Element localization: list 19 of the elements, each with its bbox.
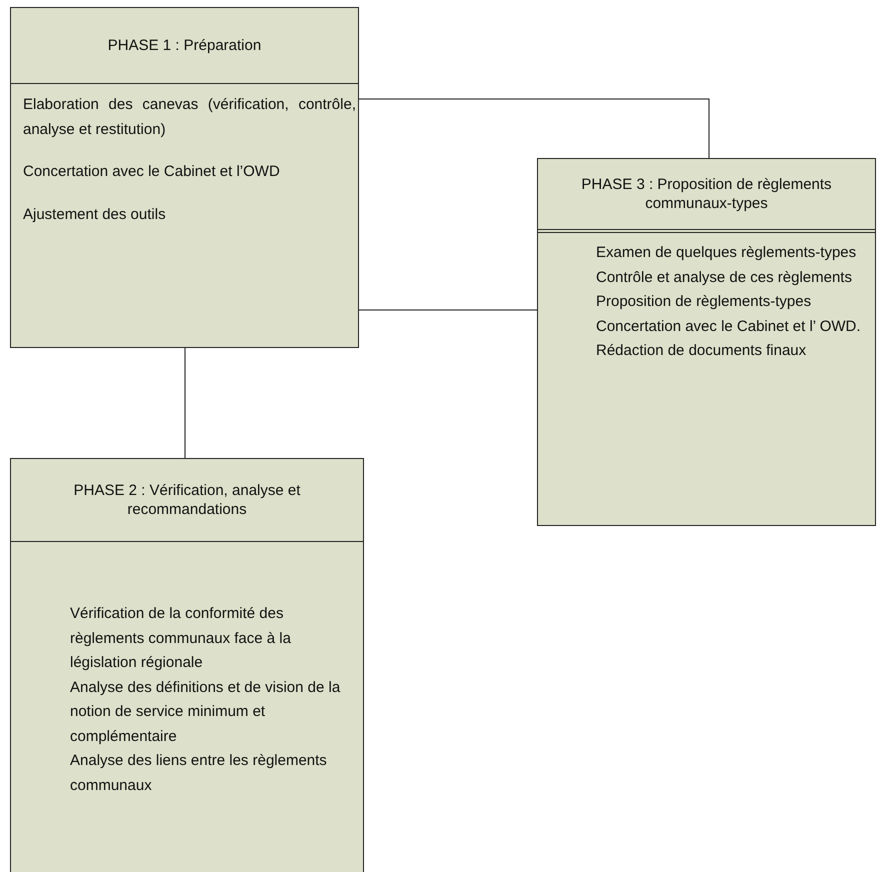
task-text: Ajustement des outils	[23, 204, 167, 224]
phase-box	[537, 158, 876, 526]
task-text: Vérification de la conformité des règlements communaux face à la législation régionale	[70, 604, 292, 673]
task-text: Concertation avec le Cabinet et l’ OWD.	[596, 316, 862, 336]
phase-box	[10, 458, 364, 872]
phase-title: PHASE 3 : Proposition de règlements communaux-types	[580, 175, 833, 213]
task-text: Analyse des liens entre les règlements communaux	[70, 751, 328, 796]
connector-line	[358, 98, 710, 158]
task-text: Analyse des définitions et de vision de la notion de service minimum et complémentaire	[70, 678, 342, 746]
task-text: Elaboration des canevas (vérification, contrôle, analyse et restitution)	[23, 95, 356, 140]
phase-title: PHASE 2 : Vérification, analyse et recommandations	[72, 481, 302, 519]
connector-line	[184, 348, 186, 458]
task-text: Concertation avec le Cabinet et l’OWD	[23, 162, 281, 182]
phase-title: PHASE 1 : Préparation	[106, 36, 262, 55]
task-text: Proposition de règlements-types	[596, 292, 812, 312]
task-text: Rédaction de documents finaux	[596, 341, 808, 361]
task-text: Examen de quelques règlements-types	[596, 243, 858, 263]
phase-box	[10, 7, 359, 348]
task-text: Contrôle et analyse de ces règlements	[596, 268, 853, 288]
